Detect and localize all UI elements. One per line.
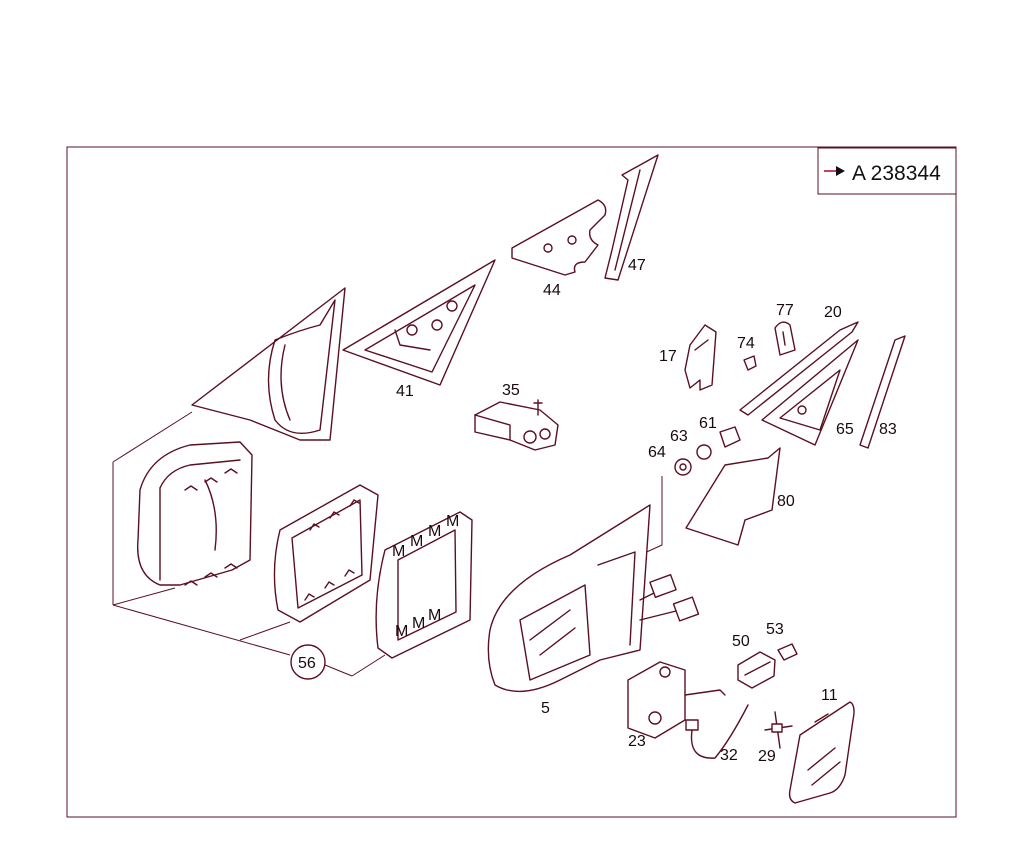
connector-53 — [777, 643, 798, 661]
triangle-trim-41 — [342, 259, 496, 386]
actuator-50 — [737, 651, 776, 689]
svg-text:M: M — [428, 523, 441, 540]
part-label: 32 — [720, 747, 738, 764]
part-label: 56 — [298, 655, 316, 672]
mirror-housing-upper — [191, 287, 346, 441]
svg-text:M: M — [412, 615, 425, 632]
part-label: 53 — [766, 621, 784, 638]
arrow-icon — [836, 166, 845, 176]
reference-number: A 238344 — [852, 162, 941, 185]
mounting-plate-44 — [511, 199, 607, 276]
part-label: 44 — [543, 282, 561, 299]
assembly-bracket-lines — [112, 411, 386, 677]
part-label: 65 — [836, 421, 854, 438]
cable-32 — [685, 704, 749, 759]
fastener-set — [639, 426, 741, 556]
triangle-65 — [761, 339, 859, 446]
part-label: 35 — [502, 382, 520, 399]
screw-74 — [743, 355, 757, 371]
seal-strip-47 — [604, 154, 659, 281]
part-label: 20 — [824, 304, 842, 321]
part-label: 80 — [777, 493, 795, 510]
part-label: 50 — [732, 633, 750, 650]
part-label: 83 — [879, 421, 897, 438]
control-unit-23 — [627, 661, 726, 739]
part-label: 17 — [659, 348, 677, 365]
part-labels: 44 47 41 35 17 74 77 20 63 61 64 65 83 8… — [298, 257, 897, 765]
diagram-frame — [66, 146, 957, 818]
svg-text:M: M — [446, 513, 459, 530]
trim-frame — [273, 484, 379, 623]
seal-20 — [739, 321, 859, 416]
part-label: 5 — [541, 700, 550, 717]
svg-text:M: M — [392, 543, 405, 560]
part-label: 77 — [776, 302, 794, 319]
part-label: 47 — [628, 257, 646, 274]
part-label: 63 — [670, 428, 688, 445]
mirror-glass-11 — [788, 701, 855, 804]
part-label: 74 — [737, 335, 755, 352]
svg-text:M: M — [395, 623, 408, 640]
callout-circle-56 — [290, 644, 326, 680]
bracket-17 — [684, 324, 717, 391]
clip-77 — [774, 321, 796, 356]
heating-element-29 — [764, 711, 793, 749]
svg-text:M: M — [410, 533, 423, 550]
glass-80 — [685, 447, 781, 546]
reference-box: A 238344 — [817, 147, 957, 195]
part-label: 29 — [758, 748, 776, 765]
part-label: 61 — [699, 415, 717, 432]
mirror-housing-5 — [487, 504, 700, 693]
part-label: 23 — [628, 733, 646, 750]
svg-text:M: M — [428, 607, 441, 624]
strip-83 — [859, 335, 906, 449]
part-label: 41 — [396, 383, 414, 400]
housing-shell — [136, 441, 253, 586]
adjust-motor-35 — [474, 399, 559, 451]
part-label: 11 — [821, 687, 838, 704]
part-label: 64 — [648, 444, 666, 461]
